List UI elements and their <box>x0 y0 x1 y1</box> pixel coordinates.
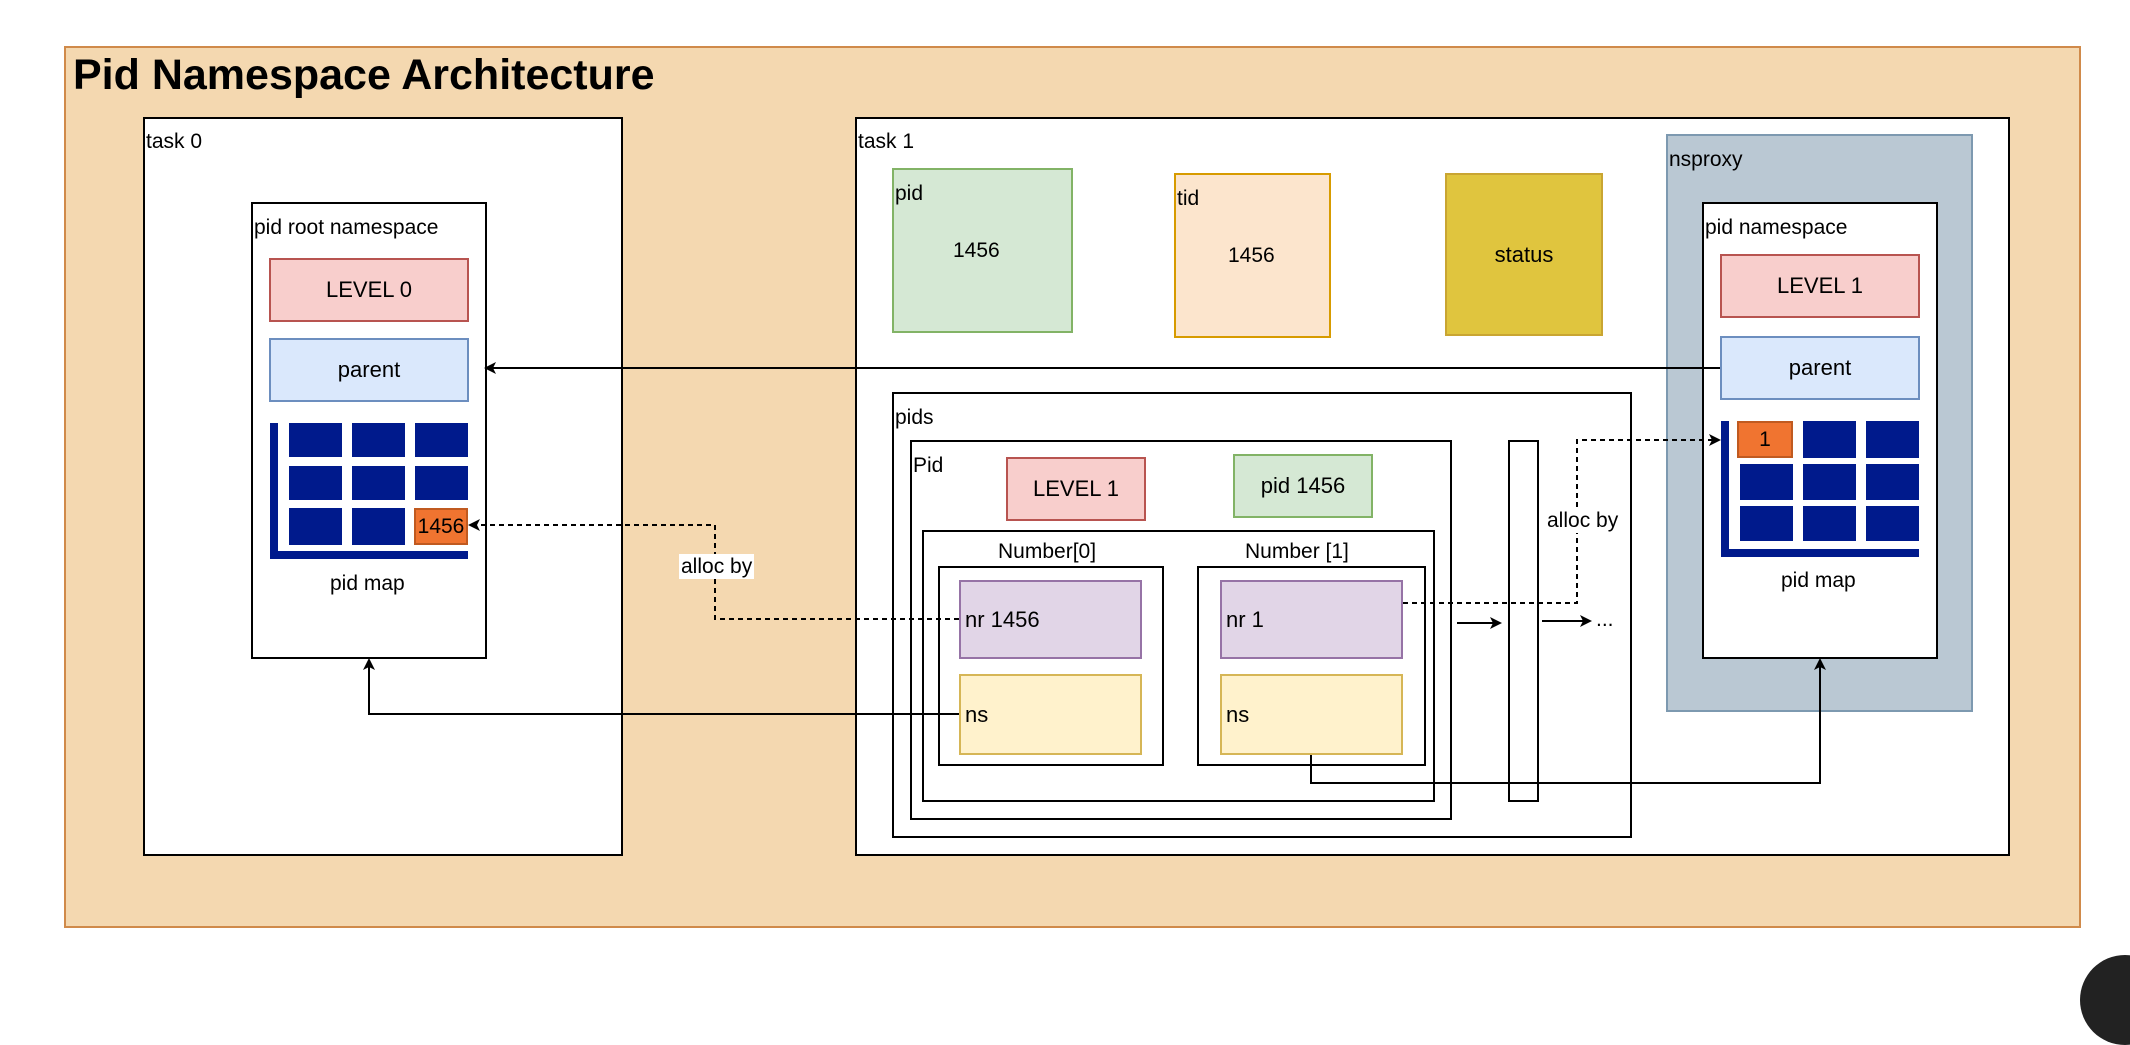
task1-label: task 1 <box>858 130 915 153</box>
tid-field-value: 1456 <box>1228 244 1275 267</box>
number0-label: Number[0] <box>998 540 1097 563</box>
pidmap-cell <box>1803 464 1856 500</box>
pidmap-cell-1: 1 <box>1737 421 1793 458</box>
pid-struct-level: LEVEL 1 <box>1006 457 1146 521</box>
number0-ns: ns <box>959 674 1142 755</box>
pidmap-cell <box>1740 464 1793 500</box>
pidmap-cell <box>1866 506 1919 541</box>
pid-field-label: pid <box>895 182 924 205</box>
pidmap-cell <box>1740 506 1793 541</box>
pidmap-cell <box>1803 506 1856 541</box>
pidmap-cell <box>289 466 342 500</box>
pidmap-cell <box>415 423 468 457</box>
pidmap-cell <box>352 423 405 457</box>
pid-field-box <box>892 168 1073 333</box>
pid-field-value: 1456 <box>953 239 1000 262</box>
tid-field-box <box>1174 173 1331 338</box>
pid-struct-pid: pid 1456 <box>1233 454 1373 518</box>
pidmap-cell <box>415 466 468 500</box>
pidmap-cell <box>289 508 342 545</box>
root-pidmap-label: pid map <box>330 572 405 595</box>
pid-namespace-label: pid namespace <box>1705 216 1848 239</box>
alloc-label-right: alloc by <box>1545 508 1621 534</box>
pidmap-cell <box>352 466 405 500</box>
pid-list-bar <box>1508 440 1539 802</box>
pidmap-cell <box>1866 464 1919 500</box>
alloc-label-left: alloc by <box>679 554 755 580</box>
ns-level-box: LEVEL 1 <box>1720 254 1920 318</box>
root-pidmap-frame <box>270 423 468 559</box>
pid-list-more: ... <box>1596 608 1614 631</box>
ns-pidmap-label: pid map <box>1781 569 1856 592</box>
pidmap-cell <box>1803 421 1856 458</box>
pids-label: pids <box>895 406 934 429</box>
task0-label: task 0 <box>146 130 203 153</box>
pidmap-cell-1456: 1456 <box>414 508 468 545</box>
number1-nr: nr 1 <box>1220 580 1403 659</box>
nsproxy-label: nsproxy <box>1669 148 1743 171</box>
number0-nr: nr 1456 <box>959 580 1142 659</box>
corner-badge <box>2080 955 2130 1045</box>
number1-label: Number [1] <box>1245 540 1349 563</box>
number1-ns: ns <box>1220 674 1403 755</box>
diagram-title: Pid Namespace Architecture <box>73 51 655 99</box>
ns-pidmap-frame <box>1721 421 1919 557</box>
pidmap-cell <box>1866 421 1919 458</box>
pidmap-cell <box>289 423 342 457</box>
pid-struct-label: Pid <box>913 454 944 477</box>
pidmap-cell <box>352 508 405 545</box>
tid-field-label: tid <box>1177 187 1200 210</box>
root-namespace-label: pid root namespace <box>254 216 439 239</box>
status-field-box: status <box>1445 173 1603 336</box>
root-parent-box: parent <box>269 338 469 402</box>
root-level-box: LEVEL 0 <box>269 258 469 322</box>
ns-parent-box: parent <box>1720 336 1920 400</box>
